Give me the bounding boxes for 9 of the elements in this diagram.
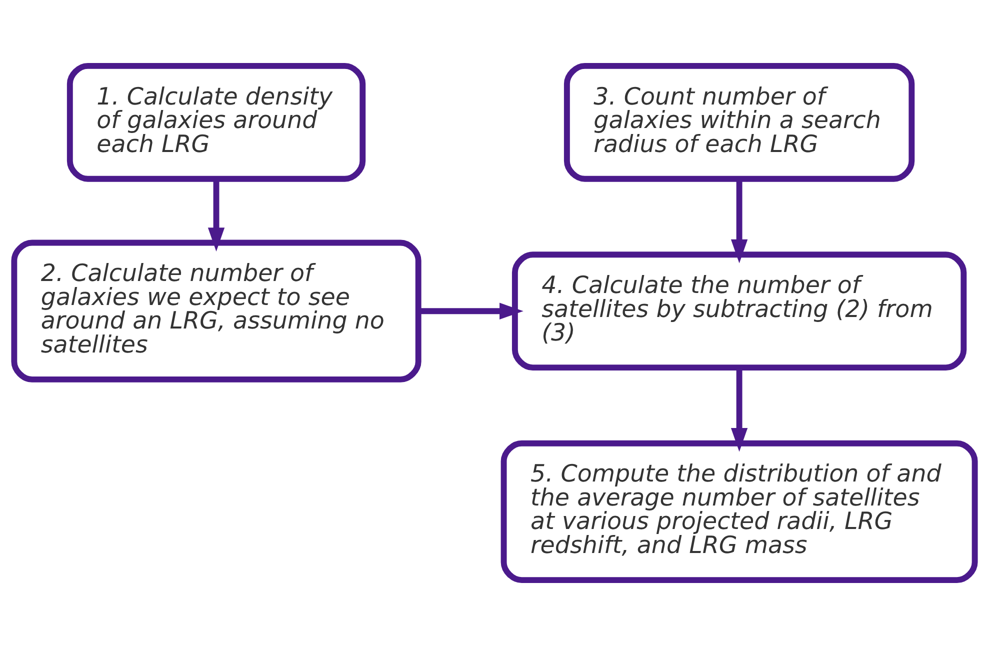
arrow (730, 179, 748, 264)
node-box: 3. Count number of galaxies within a search radius of each LRG (564, 62, 915, 182)
arrow (730, 368, 748, 452)
node-box: 5. Compute the distribution of and the average number of satellites at various projected radii, LRG redshift, and LRG mass (500, 440, 978, 584)
node-box: 4. Calculate the number of satellites by subtracting (2) from (3) (512, 252, 967, 371)
node-box: 2. Calculate number of galaxies we expect to see around an LRG, assuming no satellites (11, 240, 422, 382)
node-box: 1. Calculate density of galaxies around each LRG (66, 62, 366, 182)
arrow (208, 179, 225, 252)
arrow (418, 302, 524, 320)
